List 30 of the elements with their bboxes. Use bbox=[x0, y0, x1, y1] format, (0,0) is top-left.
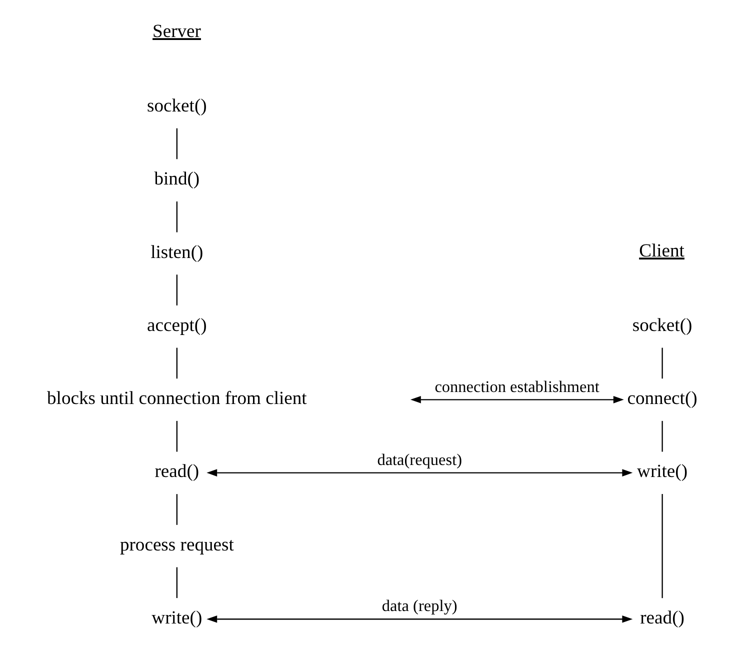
node-text: listen() bbox=[150, 242, 203, 263]
connector bbox=[176, 420, 177, 452]
node-text: bind() bbox=[154, 168, 200, 190]
arrow bbox=[206, 469, 632, 476]
connector bbox=[661, 494, 662, 598]
connector bbox=[176, 201, 177, 232]
node-text: write() bbox=[636, 461, 688, 482]
node-text: blocks until connection from client bbox=[46, 388, 306, 410]
node-text: process request bbox=[119, 534, 234, 556]
edge-label: data(request) bbox=[376, 450, 462, 469]
connector bbox=[176, 274, 177, 306]
node-text: write() bbox=[151, 608, 202, 629]
node-text: connect() bbox=[626, 388, 697, 410]
node-text: Server bbox=[152, 21, 200, 42]
node-text: read() bbox=[154, 461, 199, 482]
connector bbox=[176, 494, 177, 525]
connector bbox=[176, 567, 177, 598]
node-text: Client bbox=[638, 240, 684, 262]
edge-label: data (reply) bbox=[381, 597, 457, 616]
connector bbox=[176, 128, 177, 160]
node-text: socket() bbox=[146, 95, 206, 116]
node-text: socket() bbox=[632, 314, 692, 336]
arrow bbox=[206, 615, 632, 623]
arrow bbox=[410, 396, 624, 404]
edge-label: connection establishment bbox=[434, 378, 599, 396]
node-text: accept() bbox=[146, 314, 206, 336]
connector bbox=[661, 348, 662, 379]
node-text: read() bbox=[640, 608, 684, 629]
connector bbox=[176, 348, 177, 379]
connector bbox=[661, 420, 662, 452]
